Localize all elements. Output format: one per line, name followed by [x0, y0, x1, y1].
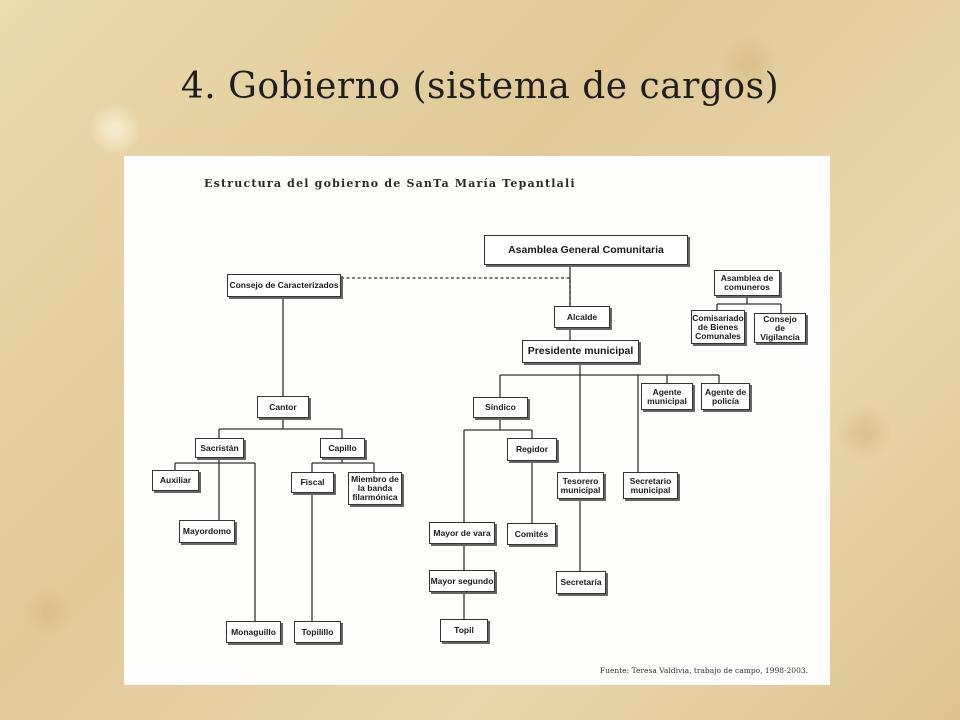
node-presidente: Presidente municipal — [522, 340, 639, 363]
node-secretario: Secretario municipal — [623, 472, 678, 499]
node-agente-municipal: Agente municipal — [641, 383, 693, 410]
node-agente-policia: Agente de policía — [701, 383, 750, 410]
node-auxiliar: Auxiliar — [152, 470, 199, 491]
org-chart-figure: Estructura del gobierno de SanTa María T… — [124, 156, 830, 685]
node-regidor: Regidor — [507, 438, 557, 461]
connector-lines — [174, 265, 782, 621]
node-asamblea-general: Asamblea General Comunitaria — [484, 235, 688, 265]
node-consejo-vigilancia: Consejo de Vigilancia — [754, 313, 806, 343]
chart-title: Estructura del gobierno de SanTa María T… — [204, 177, 576, 190]
slide-title: 4. Gobierno (sistema de cargos) — [180, 66, 780, 107]
node-mayor-vara: Mayor de vara — [429, 522, 495, 544]
node-secretaria: Secretaría — [556, 571, 606, 594]
node-sacristan: Sacristán — [195, 438, 244, 458]
node-fiscal: Fiscal — [291, 472, 334, 493]
line-consejo-alcalde-dashed — [341, 277, 571, 306]
node-mayor-segundo: Mayor segundo — [429, 570, 495, 592]
node-topil: Topil — [440, 619, 488, 642]
node-monaguillo: Monaguillo — [226, 621, 281, 643]
node-topilillo: Topilillo — [294, 621, 341, 643]
node-tesorero: Tesorero municipal — [557, 472, 604, 499]
node-asamblea-comuneros: Asamblea de comuneros — [714, 270, 780, 296]
node-alcalde: Alcalde — [554, 306, 610, 328]
node-cantor: Cantor — [257, 396, 309, 418]
node-comites: Comités — [507, 523, 556, 545]
node-mayordomo: Mayordomo — [179, 520, 235, 543]
node-miembro-banda: Miembro de la banda filarmónica — [348, 472, 402, 505]
node-consejo-caracterizados: Consejo de Caracterizados — [227, 274, 341, 297]
source-note: Fuente: Teresa Valdivia, trabajo de camp… — [599, 666, 808, 675]
node-sindico: Síndico — [473, 397, 528, 418]
node-comisariado: Comisariado de Bienes Comunales — [691, 310, 745, 344]
node-capillo: Capillo — [320, 438, 365, 458]
